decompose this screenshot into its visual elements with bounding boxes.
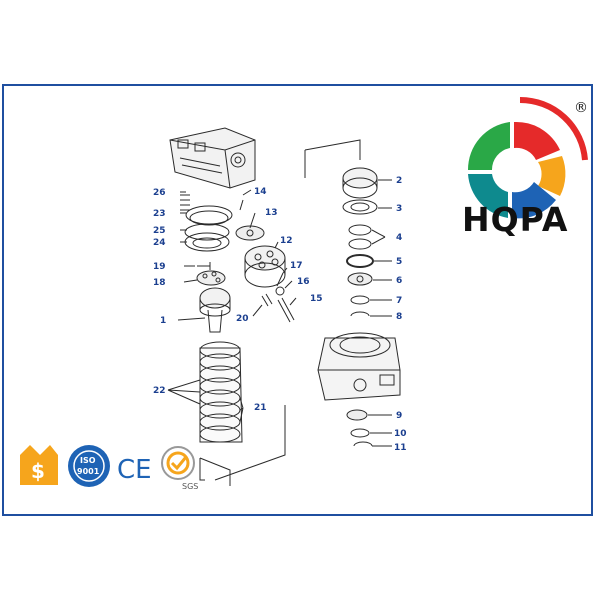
label-16: 16 xyxy=(297,277,310,287)
part-14-pin xyxy=(239,199,244,211)
price-badge-icon: $ xyxy=(20,445,58,485)
label-8: 8 xyxy=(396,312,402,322)
assembly-bracket-bottom xyxy=(199,405,286,486)
part-5-oring xyxy=(346,254,374,268)
part-19-bolt xyxy=(197,262,211,270)
label-9: 9 xyxy=(396,411,402,421)
label-13: 13 xyxy=(265,208,278,218)
assembly-bracket-top xyxy=(304,139,361,178)
housing-part xyxy=(317,332,401,401)
part-18-shoe xyxy=(196,270,226,286)
part-8-circlip xyxy=(350,311,370,317)
label-19: 19 xyxy=(153,262,166,272)
part-11-circlip xyxy=(353,441,373,447)
ce-label: CE xyxy=(117,455,152,485)
label-23: 23 xyxy=(153,209,166,219)
price-badge-label: $ xyxy=(31,459,45,483)
iso-9001-badge-icon: ISO 9001 xyxy=(68,445,110,487)
part-13-plate xyxy=(235,225,265,241)
iso-label: ISO xyxy=(80,456,96,465)
label-1: 1 xyxy=(160,316,166,326)
brand-logo xyxy=(467,96,588,219)
label-6: 6 xyxy=(396,276,402,286)
part-15-rod xyxy=(277,297,295,323)
part-10-washer xyxy=(350,428,370,438)
motor-block-part xyxy=(169,127,256,189)
part-16-ball xyxy=(275,286,285,296)
label-24: 24 xyxy=(153,238,166,248)
part-6-bearing xyxy=(347,272,373,286)
label-3: 3 xyxy=(396,204,402,214)
label-7: 7 xyxy=(396,296,402,306)
label-12: 12 xyxy=(280,236,293,246)
part-3-seal xyxy=(342,199,378,215)
label-18: 18 xyxy=(153,278,166,288)
label-5: 5 xyxy=(396,257,402,267)
label-21: 21 xyxy=(254,403,267,413)
label-17: 17 xyxy=(290,261,303,271)
part-4-ring xyxy=(348,224,372,236)
part-25-ring xyxy=(184,223,230,241)
registered-mark: ® xyxy=(574,100,588,116)
label-10: 10 xyxy=(394,429,407,439)
label-4: 4 xyxy=(396,233,402,243)
brake-disc-stack xyxy=(199,341,243,443)
sgs-label: SGS xyxy=(182,482,198,491)
label-11: 11 xyxy=(394,443,407,453)
ce-mark-icon: CE xyxy=(117,455,152,485)
part-26-spring xyxy=(180,194,190,211)
brand-name: HQPA xyxy=(462,200,569,239)
part-12-cylinder xyxy=(244,245,286,288)
label-15: 15 xyxy=(310,294,323,304)
part-2-bearing xyxy=(342,167,378,199)
part-9-bearing xyxy=(346,409,368,421)
sgs-badge-icon: SGS xyxy=(161,446,198,491)
label-22: 22 xyxy=(153,386,166,396)
part-20-pin xyxy=(261,293,273,307)
part-7-washer xyxy=(350,295,370,305)
label-20: 20 xyxy=(236,314,249,324)
label-2: 2 xyxy=(396,176,402,186)
part-1-shaft xyxy=(199,287,231,333)
label-14: 14 xyxy=(254,187,267,197)
iso-number-label: 9001 xyxy=(77,467,100,476)
label-25: 25 xyxy=(153,226,166,236)
label-26: 26 xyxy=(153,188,166,198)
part-17-spring xyxy=(276,272,284,287)
